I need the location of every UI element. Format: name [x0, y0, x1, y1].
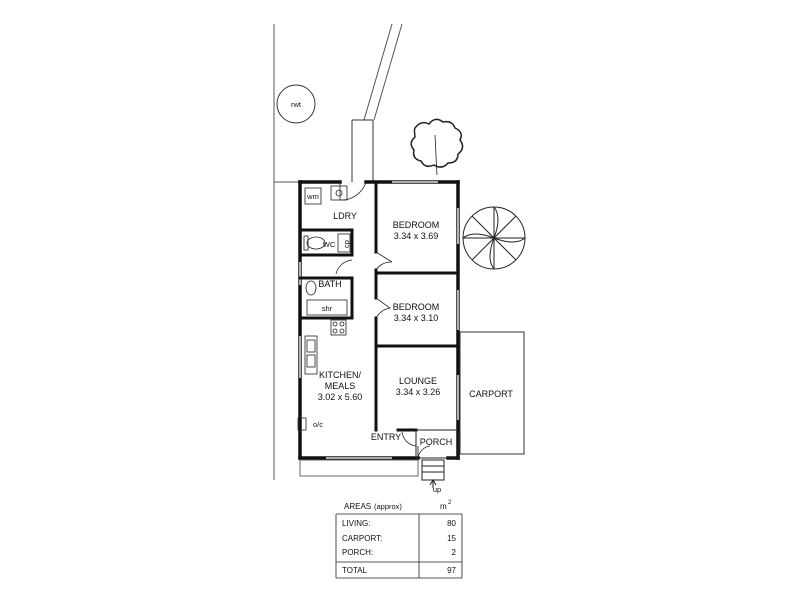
- laundry-label: LDRY: [333, 211, 357, 221]
- areas-unit-sup: 2: [448, 500, 452, 506]
- room-labels: wm LDRY WC cp BATH shr BEDROOM 3.34 x 3.…: [306, 192, 513, 494]
- verandah: [299, 459, 419, 477]
- site-boundary: [273, 23, 403, 480]
- lounge-label: LOUNGE: [399, 376, 437, 386]
- entry-label: ENTRY: [371, 432, 401, 442]
- windows: [299, 181, 459, 459]
- path-to-laundry: [351, 119, 374, 182]
- rwt-label: rwt: [291, 100, 302, 109]
- area-row-label: CARPORT:: [342, 534, 382, 543]
- fixtures: [297, 185, 351, 431]
- palm-tree-icon: [462, 206, 526, 270]
- area-row-value: 15: [447, 534, 456, 543]
- wc-label: WC: [323, 240, 336, 249]
- tree-icon: [410, 118, 464, 176]
- rainwater-tank: rwt: [276, 84, 316, 124]
- kitchen-size: 3.02 x 5.60: [318, 392, 363, 402]
- lounge-size: 3.34 x 3.26: [396, 387, 441, 397]
- areas-table: AREAS (approx) m 2 LIVING: 80 CARPORT: 1…: [335, 500, 463, 579]
- up-label: up: [433, 485, 441, 494]
- bedroom-2-label: BEDROOM: [393, 302, 440, 312]
- carport-label: CARPORT: [469, 389, 513, 399]
- carport: [459, 331, 525, 455]
- porch: [415, 429, 459, 488]
- area-row-label: PORCH:: [342, 548, 373, 557]
- cupboard-label: cp: [342, 240, 351, 248]
- bedroom-2-size: 3.34 x 3.10: [394, 313, 439, 323]
- oc-label: o/c: [313, 420, 323, 429]
- areas-title: AREAS: [344, 502, 371, 511]
- bedroom-1-size: 3.34 x 3.69: [394, 231, 439, 241]
- interior-walls: [298, 180, 460, 432]
- areas-title-note: (approx): [374, 502, 402, 511]
- kitchen-label-2: MEALS: [325, 381, 356, 391]
- area-total-label: TOTAL: [342, 566, 368, 575]
- area-row-value: 2: [452, 548, 457, 557]
- porch-label: PORCH: [420, 437, 453, 447]
- areas-unit: m: [440, 502, 447, 511]
- kitchen-label-1: KITCHEN/: [319, 370, 362, 380]
- bath-label: BATH: [318, 279, 341, 289]
- area-total-value: 97: [447, 566, 456, 575]
- shower-label: shr: [322, 304, 333, 313]
- wm-label: wm: [306, 192, 319, 201]
- area-row-value: 80: [447, 519, 456, 528]
- doors: [335, 181, 431, 459]
- area-row-label: LIVING:: [342, 519, 370, 528]
- bedroom-1-label: BEDROOM: [393, 220, 440, 230]
